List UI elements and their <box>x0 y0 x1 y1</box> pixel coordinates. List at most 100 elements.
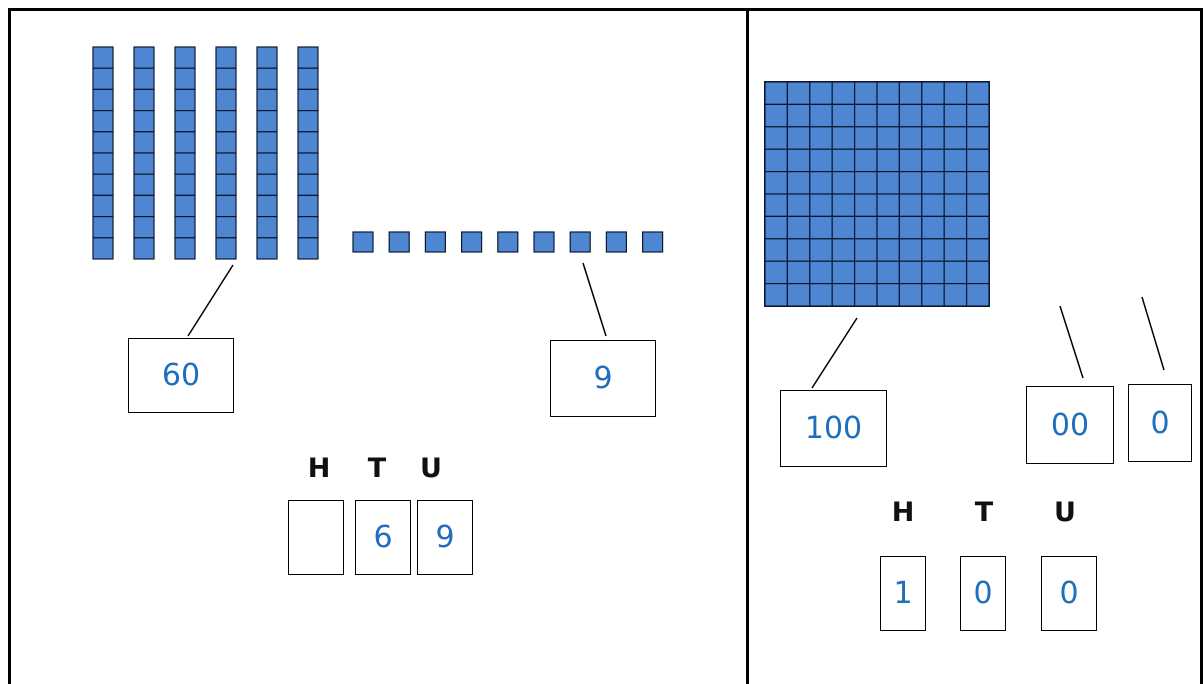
hundred-square-cell <box>832 149 854 171</box>
hundred-square-cell <box>877 194 899 216</box>
tens-rod-cube <box>175 238 195 259</box>
hundred-square-cell <box>855 82 877 104</box>
pointer-line-units <box>583 263 606 336</box>
tens-rod-cube <box>134 217 154 238</box>
hundred-square-cell <box>967 194 989 216</box>
heading-units-right: U <box>1045 497 1085 528</box>
tens-rod-cube <box>298 217 318 238</box>
hundred-square-cell <box>787 149 809 171</box>
units-value: 9 <box>593 361 612 396</box>
tens-rod-cube <box>216 153 236 174</box>
tens-rod-cube <box>134 68 154 89</box>
tens-rod-cube <box>134 89 154 110</box>
digit-box-units-right: 0 <box>1041 556 1097 631</box>
tens-rod-cube <box>257 217 277 238</box>
tens-rod-cube <box>134 195 154 216</box>
hundred-square-cell <box>832 82 854 104</box>
digit-box-hundreds <box>288 500 344 575</box>
hundred-square-cell <box>765 172 787 194</box>
hundred-square-cell <box>855 216 877 238</box>
tens-rod-cube <box>134 132 154 153</box>
hundred-square-cell <box>944 172 966 194</box>
tens-rod-cube <box>257 195 277 216</box>
tens-rod-cube <box>216 89 236 110</box>
hundred-square-cell <box>899 149 921 171</box>
hundred-square-cell <box>944 216 966 238</box>
tens-rod-cube <box>257 132 277 153</box>
digit-hundreds-right: 1 <box>893 576 912 611</box>
hundred-square-cell <box>922 82 944 104</box>
hundred-square-cell <box>810 261 832 283</box>
hundred-square-cell <box>922 172 944 194</box>
hundred-square-cell <box>765 284 787 306</box>
hundred-square-cell <box>877 239 899 261</box>
hundred-square-cell <box>877 127 899 149</box>
tens-value-box: 60 <box>128 338 234 413</box>
tens-rod-cube <box>298 89 318 110</box>
hundreds-value: 100 <box>805 411 862 446</box>
tens-rod-cube <box>257 89 277 110</box>
hundred-square-cell <box>810 239 832 261</box>
hundred-square-cell <box>810 216 832 238</box>
tens-rod-cube <box>93 153 113 174</box>
tens-rod-cube <box>175 47 195 68</box>
tens-rod-cube <box>93 238 113 259</box>
hundred-square-cell <box>765 239 787 261</box>
tens-rod-cube <box>216 238 236 259</box>
hundred-square-cell <box>832 261 854 283</box>
hundred-square-cell <box>855 104 877 126</box>
hundred-square-cell <box>967 127 989 149</box>
hundred-square-cell <box>944 239 966 261</box>
tens-rod-cube <box>216 174 236 195</box>
hundred-square-cell <box>967 261 989 283</box>
tens-value: 60 <box>162 358 200 393</box>
tens-rod-cube <box>257 111 277 132</box>
tens-rod-cube <box>93 132 113 153</box>
hundred-square-cell <box>967 149 989 171</box>
hundred-square-cell <box>832 104 854 126</box>
tens-rod-cube <box>175 174 195 195</box>
hundred-square-cell <box>944 127 966 149</box>
tens-rod-cube <box>298 111 318 132</box>
hundred-square-cell <box>787 261 809 283</box>
tens-rod-cube <box>134 174 154 195</box>
tens-rod-cube <box>134 47 154 68</box>
digit-box-tens: 6 <box>355 500 411 575</box>
hundred-square-cell <box>877 216 899 238</box>
hundred-square-cell <box>944 284 966 306</box>
tens-rod-cube <box>175 132 195 153</box>
hundred-square-cell <box>899 284 921 306</box>
unit-cube <box>643 232 663 252</box>
hundred-square-cell <box>787 82 809 104</box>
hundred-square-cell <box>922 149 944 171</box>
hundred-square-cell <box>810 172 832 194</box>
tens-rod-cube <box>93 217 113 238</box>
hundred-square-cell <box>810 127 832 149</box>
hundred-square-cell <box>810 82 832 104</box>
hundred-square-cell <box>855 239 877 261</box>
hundred-square-cell <box>877 104 899 126</box>
digit-box-tens-right: 0 <box>960 556 1006 631</box>
pointer-line-units-right <box>1142 297 1164 370</box>
tens-rod-cube <box>93 111 113 132</box>
tens-rod-cube <box>93 174 113 195</box>
digit-tens-right: 0 <box>973 576 992 611</box>
hundred-square-cell <box>967 82 989 104</box>
hundred-square-cell <box>877 284 899 306</box>
hundred-square-cell <box>944 194 966 216</box>
hundred-square-cell <box>765 216 787 238</box>
hundred-square-cell <box>787 216 809 238</box>
unit-cube <box>498 232 518 252</box>
hundred-square-cell <box>855 284 877 306</box>
tens-rod-cube <box>93 68 113 89</box>
tens-rod-cube <box>257 47 277 68</box>
hundred-square-cell <box>832 127 854 149</box>
hundred-square-cell <box>787 172 809 194</box>
tens-rod-cube <box>93 195 113 216</box>
tens-rod-cube <box>175 195 195 216</box>
hundred-square-cell <box>855 261 877 283</box>
hundred-square-cell <box>944 104 966 126</box>
tens-rod-cube <box>216 195 236 216</box>
tens-rod-cube <box>216 68 236 89</box>
